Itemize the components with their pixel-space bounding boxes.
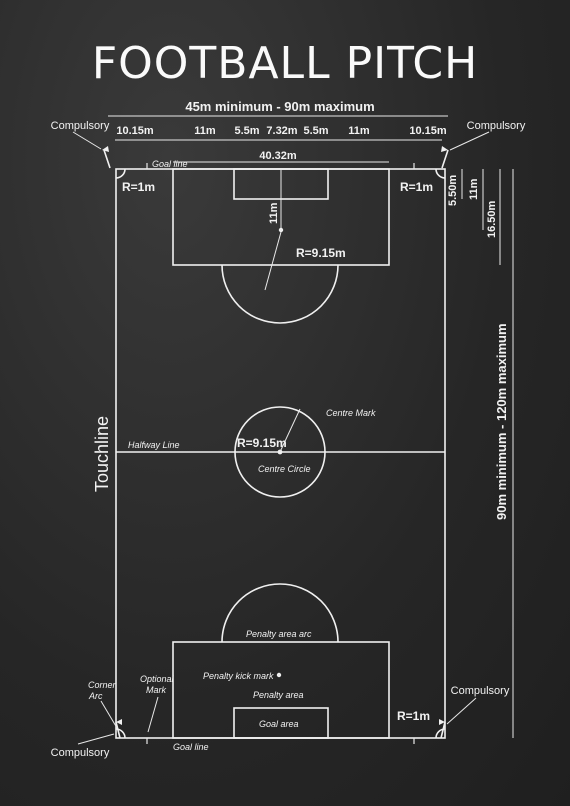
goal-line-top-label: Goal line xyxy=(152,159,188,169)
length-range-label: 90m minimum - 120m maximum xyxy=(494,323,509,520)
corner-radius-tl: R=1m xyxy=(122,180,155,194)
compulsory-label-tl: Compulsory xyxy=(51,120,110,132)
halfway-line-label: Halfway Line xyxy=(128,440,180,450)
penalty-mark-bottom xyxy=(276,672,282,678)
penalty-width-label: 40.32m xyxy=(259,150,297,162)
corner-arc-bl xyxy=(115,728,126,739)
touchline-label: Touchline xyxy=(92,416,112,492)
centre-circle-label: Centre Circle xyxy=(258,464,311,474)
penalty-area-label: Penalty area xyxy=(253,690,304,700)
goal-area-bottom xyxy=(233,707,329,739)
centre-radius-line xyxy=(279,408,301,453)
penalty-mark-depth: 11m xyxy=(468,178,480,200)
penalty-mark-distance: 11m xyxy=(268,202,280,224)
goal-width: 7.32m xyxy=(266,125,297,137)
penalty-arc-top xyxy=(221,264,339,324)
compulsory-label-tr: Compulsory xyxy=(467,120,526,132)
arc-radius-label: R=9.15m xyxy=(296,246,346,260)
centre-mark-label: Centre Mark xyxy=(326,408,376,418)
penalty-side-left: 11m xyxy=(194,125,216,137)
corner-flag-tr xyxy=(441,146,449,169)
goal-area-depth: 5.50m xyxy=(447,175,459,206)
arc-radius-line xyxy=(264,231,282,291)
corner-arc-label-1: Corner xyxy=(88,680,117,690)
corner-width-left: 10.15m xyxy=(116,125,154,137)
corner-width-right: 10.15m xyxy=(409,125,447,137)
corner-arc-br xyxy=(435,728,446,739)
goal-line-bottom-label: Goal line xyxy=(173,742,209,752)
page-title: FOOTBALL PITCH xyxy=(91,38,479,89)
penalty-area-depth: 16.50m xyxy=(486,200,498,238)
corner-arc-tl xyxy=(115,168,126,179)
annotation-arrows xyxy=(72,131,490,745)
goal-area-label: Goal area xyxy=(259,719,299,729)
penalty-area-arc-label: Penalty area arc xyxy=(246,629,312,639)
penalty-arc-bottom xyxy=(221,583,339,643)
optional-mark-label-2: Mark xyxy=(146,685,166,695)
corner-flag-tl xyxy=(102,146,111,169)
optional-mark-label-1: Optional xyxy=(140,674,175,684)
penalty-kick-mark-label: Penalty kick mark xyxy=(203,671,274,681)
centre-circle xyxy=(234,406,326,498)
optional-marks xyxy=(146,163,415,744)
goal-side-left: 5.5m xyxy=(234,125,259,137)
goal-side-right: 5.5m xyxy=(303,125,328,137)
corner-radius-tr: R=1m xyxy=(400,180,433,194)
width-range-label: 45m minimum - 90m maximum xyxy=(185,99,374,114)
penalty-mark-top xyxy=(278,227,284,233)
corner-radius-br: R=1m xyxy=(397,709,430,723)
centre-radius-label: R=9.15m xyxy=(237,436,287,450)
corner-arc-tr xyxy=(435,168,446,179)
compulsory-label-br: Compulsory xyxy=(451,685,510,697)
compulsory-label-bl: Compulsory xyxy=(51,747,110,759)
corner-arc-label-2: Arc xyxy=(88,691,103,701)
penalty-side-right: 11m xyxy=(348,125,370,137)
